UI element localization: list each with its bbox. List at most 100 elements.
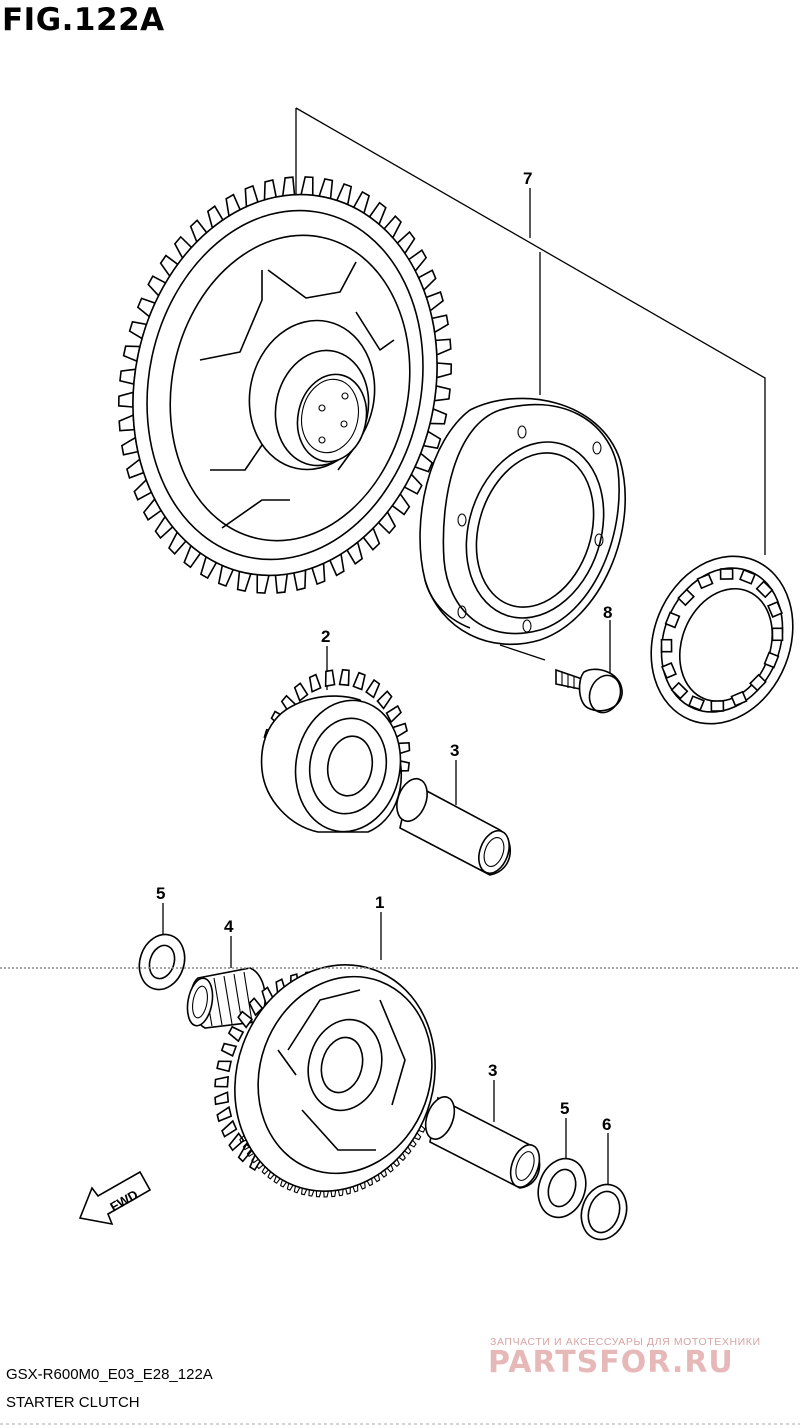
gear-tooth: [308, 1189, 315, 1197]
callout-6: 6: [602, 1115, 611, 1134]
one-way-clutch[interactable]: [627, 535, 800, 745]
circlip[interactable]: [574, 1133, 633, 1245]
callout-numbers: 7 8 2 3 5 4 1 3 5 6: [156, 169, 612, 1134]
gear-tooth: [300, 176, 314, 197]
gear-tooth: [435, 362, 453, 379]
gear-tooth: [359, 1181, 366, 1190]
gear-tooth: [214, 1091, 230, 1106]
gear-tooth: [117, 391, 135, 408]
gear-tooth: [293, 1185, 301, 1194]
gear-tooth: [246, 1148, 255, 1158]
gear-tooth: [236, 570, 252, 592]
gear-tooth: [279, 1179, 288, 1188]
gear-tooth: [433, 384, 451, 402]
clutch-roller: [767, 600, 784, 619]
clutch-roller: [719, 568, 734, 580]
gear-tooth: [379, 1168, 388, 1178]
clutch-roller: [710, 700, 725, 712]
callout-5-left: 5: [156, 884, 165, 903]
gear-tooth: [365, 678, 381, 699]
gear-tooth: [261, 1165, 270, 1175]
gear-tooth: [274, 573, 289, 594]
bolt[interactable]: [499, 620, 626, 717]
gear-tooth: [338, 668, 350, 687]
needle-bearing[interactable]: [184, 936, 266, 1029]
gear-tooth: [386, 1163, 394, 1173]
gear-tooth: [293, 682, 309, 703]
callout-3-upper: 3: [450, 741, 459, 760]
washer-left[interactable]: [132, 903, 191, 995]
idle-gear-shaft-lower[interactable]: [420, 1080, 544, 1191]
gear-tooth: [308, 673, 322, 693]
gear-tooth: [239, 1134, 247, 1144]
callout-3-lower: 3: [488, 1061, 497, 1080]
gear-tooth: [216, 1060, 232, 1073]
footer-model-code: GSX-R600M0_E03_E28_122A: [6, 1366, 213, 1383]
starter-clutch-housing[interactable]: [419, 397, 626, 645]
clutch-rollers: [660, 568, 784, 712]
clutch-roller: [763, 651, 780, 669]
gear-tooth: [398, 1152, 406, 1162]
gear-tooth: [318, 178, 334, 200]
gear-tooth: [227, 1025, 245, 1043]
gear-tooth: [256, 573, 270, 594]
gear-tooth: [216, 1105, 233, 1123]
clutch-roller: [670, 681, 689, 700]
gear-tooth: [324, 669, 336, 688]
gear-tooth: [352, 671, 366, 691]
gear-tooth: [118, 414, 136, 432]
callout-1: 1: [375, 893, 384, 912]
clutch-roller: [730, 690, 748, 707]
gear-tooth: [337, 1188, 344, 1197]
gear-tooth: [251, 1154, 260, 1164]
callout-7: 7: [523, 169, 532, 188]
gear-tooth: [345, 1186, 351, 1195]
idle-gear-1-small-teeth: [239, 1124, 426, 1198]
gear-tooth: [413, 1132, 422, 1141]
clutch-roller: [739, 568, 756, 585]
gear-tooth: [248, 997, 264, 1017]
clutch-roller: [771, 627, 784, 642]
clutch-roller: [660, 638, 673, 653]
gear-tooth: [267, 1170, 276, 1180]
gear-tooth: [408, 1139, 417, 1148]
leader-lines-group-7: [295, 107, 766, 555]
idle-gear-shaft-upper[interactable]: [391, 760, 514, 877]
clutch-roller: [660, 661, 677, 680]
clutch-roller: [749, 673, 767, 692]
callout-4: 4: [224, 917, 234, 936]
gear-tooth: [300, 1187, 308, 1196]
watermark-logo: PARTSFOR.RU: [488, 1345, 734, 1380]
clutch-roller: [664, 611, 681, 629]
gear-tooth: [286, 1182, 294, 1191]
gear-tooth: [221, 1119, 238, 1138]
callout-5-right: 5: [560, 1099, 569, 1118]
starter-idle-gear-no2[interactable]: [260, 646, 411, 840]
gear-tooth: [434, 338, 452, 356]
gear-tooth: [237, 1010, 254, 1029]
starter-idle-gear-no1[interactable]: [204, 912, 467, 1220]
gear-tooth: [220, 1042, 238, 1058]
gear-tooth: [228, 1132, 245, 1152]
gear-tooth: [273, 1175, 281, 1184]
gear-tooth: [366, 1177, 374, 1187]
watermark-tagline: ЗАПЧАСТИ И АКСЕССУАРЫ ДЛЯ МОТОТЕХНИКИ: [490, 1336, 761, 1348]
gear-tooth: [385, 704, 402, 724]
gear-tooth: [214, 1075, 229, 1088]
gear-tooth: [373, 1173, 381, 1183]
gear-tooth: [417, 1124, 426, 1133]
gear-tooth: [242, 1141, 251, 1151]
callout-2: 2: [321, 627, 330, 646]
gear-tooth: [352, 1184, 359, 1193]
clutch-roller: [755, 580, 774, 599]
washer-right[interactable]: [531, 1118, 593, 1224]
gear-tooth: [119, 368, 137, 386]
callout-8: 8: [603, 603, 612, 622]
starter-driven-gear[interactable]: [98, 166, 471, 604]
gear-tooth: [392, 1158, 400, 1168]
gear-tooth: [403, 1145, 412, 1155]
gear-tooth: [376, 690, 393, 710]
gear-tooth: [330, 1189, 337, 1198]
figure-title: FIG.122A: [2, 2, 165, 38]
